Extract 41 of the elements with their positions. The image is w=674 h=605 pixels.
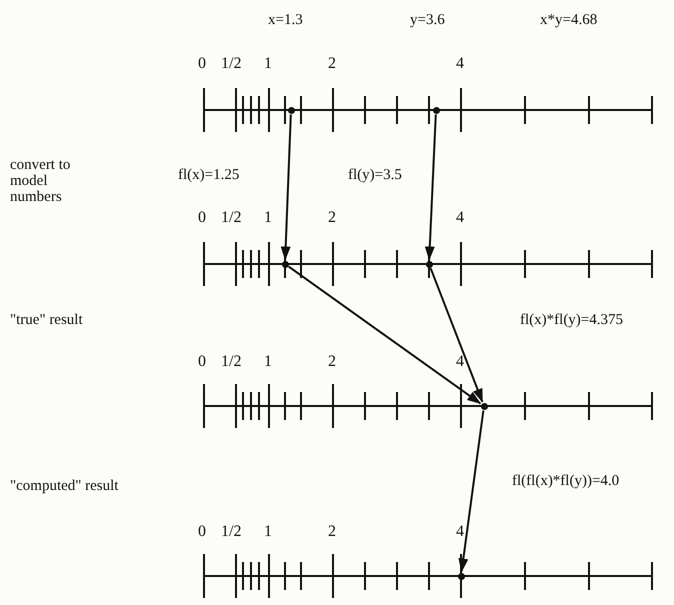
tick-label: 2 (328, 354, 336, 370)
tick-label: 4 (456, 354, 464, 370)
point-dot (432, 106, 440, 114)
tick-label: 1/2 (221, 210, 242, 226)
arrow (424, 114, 437, 260)
tick-label: 0 (198, 210, 206, 226)
tick-label: 0 (198, 56, 206, 72)
value-label: x=1.3 (268, 12, 303, 28)
arrow (458, 410, 484, 573)
value-label: fl(fl(x)*fl(y))=4.0 (512, 473, 620, 489)
value-label: fl(x)=1.25 (178, 167, 240, 183)
tick-label: 1 (264, 524, 272, 540)
tick-label: 4 (456, 56, 464, 72)
row-label: convert to model numbers (10, 157, 72, 205)
tick-label: 0 (198, 354, 206, 370)
tick-label: 2 (328, 56, 336, 72)
tick-label: 1/2 (221, 354, 242, 370)
point-dot (426, 260, 432, 268)
value-label: y=3.6 (410, 12, 445, 28)
point-dot (282, 260, 288, 268)
point-dot (480, 402, 488, 410)
tick-label: 1/2 (221, 56, 242, 72)
value-label: fl(x)*fl(y)=4.375 (520, 312, 624, 328)
point-dot (288, 106, 294, 114)
tick-label: 1 (264, 210, 272, 226)
tick-label: 0 (198, 524, 206, 540)
row-label: "computed" result (10, 478, 118, 494)
arrow (288, 266, 482, 404)
arrow (430, 268, 484, 403)
tick-label: 1/2 (221, 524, 242, 540)
point-dot (458, 572, 464, 580)
tick-label: 2 (328, 210, 336, 226)
row-label: "true" result (10, 312, 83, 328)
tick-label: 2 (328, 524, 336, 540)
tick-label: 4 (456, 524, 464, 540)
tick-label: 4 (456, 210, 464, 226)
value-label: fl(y)=3.5 (348, 167, 402, 183)
tick-label: 1 (264, 56, 272, 72)
tick-label: 1 (264, 354, 272, 370)
arrow (280, 114, 292, 260)
value-label: x*y=4.68 (540, 12, 598, 28)
